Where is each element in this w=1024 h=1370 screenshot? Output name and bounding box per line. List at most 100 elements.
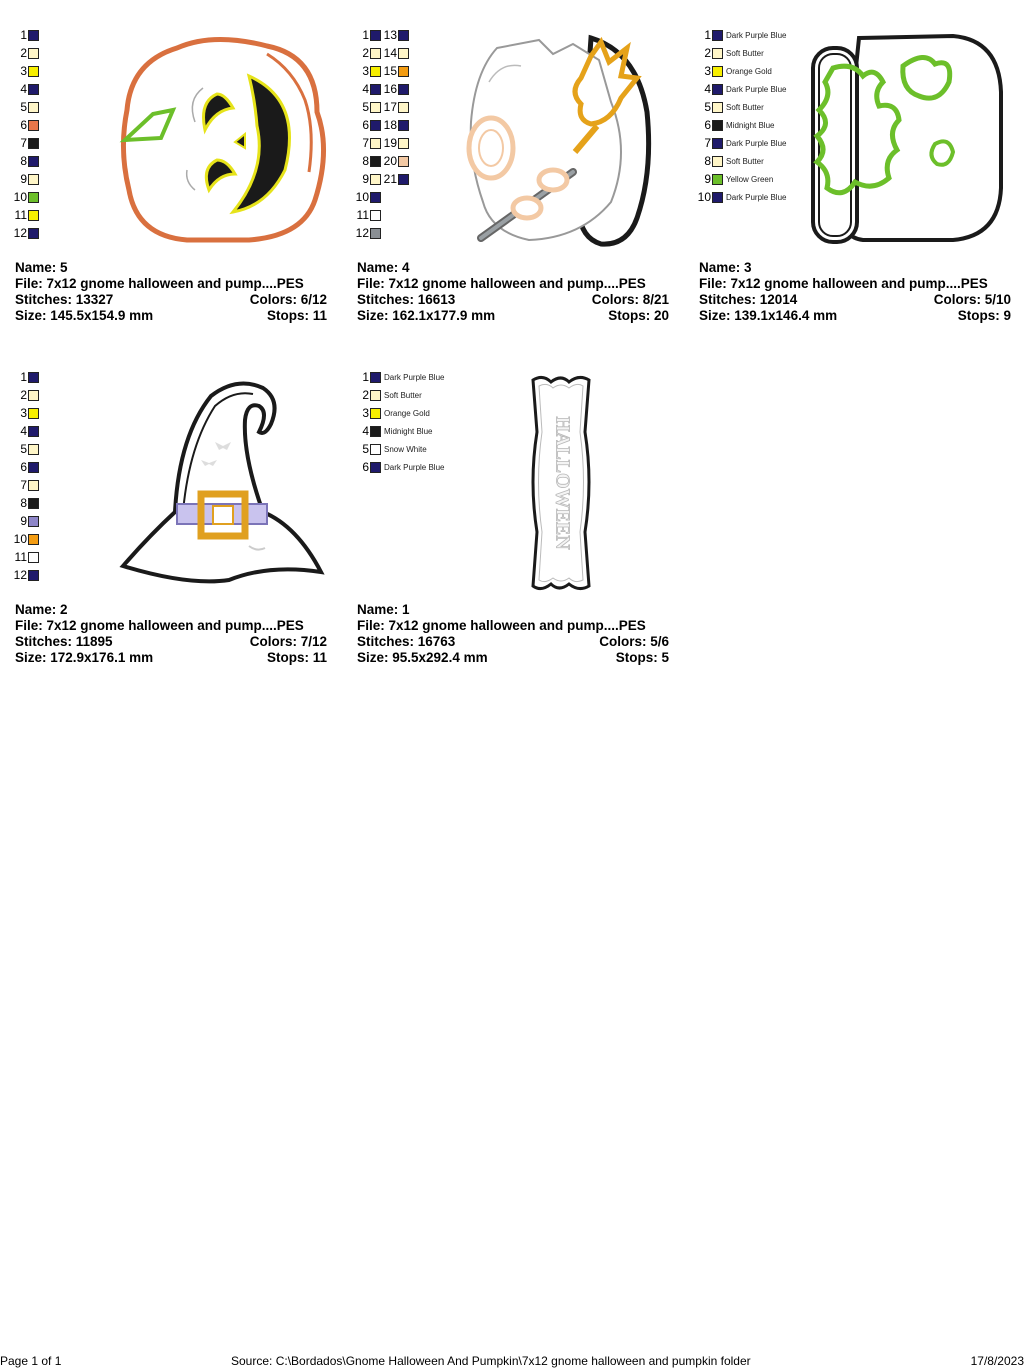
swatch-number: 14 <box>383 46 397 60</box>
color-swatch <box>28 227 39 239</box>
swatch-number: 2 <box>20 388 27 402</box>
design-size: Size: 162.1x177.9 mm <box>357 308 496 323</box>
cauldron-icon <box>803 32 1007 248</box>
color-swatch-row: 21 <box>383 170 409 188</box>
swatch-number: 8 <box>20 496 27 510</box>
color-swatch-row: 3 Orange Gold <box>355 404 430 422</box>
design-info: Name: 1 File: 7x12 gnome halloween and p… <box>357 602 669 666</box>
color-swatch <box>28 425 39 437</box>
stitch-count: Stitches: 11895 <box>15 634 113 649</box>
color-swatch <box>370 29 381 41</box>
color-swatch-row: 10 <box>355 188 381 206</box>
color-swatch <box>28 119 39 131</box>
swatch-number: 1 <box>20 28 27 42</box>
swatch-number: 18 <box>383 118 397 132</box>
color-swatch <box>28 137 39 149</box>
swatch-number: 1 <box>20 370 27 384</box>
design-name: Name: 2 <box>15 602 68 617</box>
color-swatch-row: 1 <box>13 368 39 386</box>
swatch-number: 9 <box>20 172 27 186</box>
swatch-number: 4 <box>362 82 369 96</box>
swatch-number: 15 <box>383 64 397 78</box>
thread-color-name: Soft Butter <box>726 48 764 58</box>
stop-count: Stops: 11 <box>266 650 327 665</box>
swatch-number: 10 <box>13 190 27 204</box>
swatch-number: 3 <box>20 406 27 420</box>
swatch-number: 6 <box>362 118 369 132</box>
thread-color-name: Orange Gold <box>384 408 430 418</box>
color-swatch <box>28 497 39 509</box>
color-swatch <box>370 137 381 149</box>
design-name: Name: 1 <box>357 602 410 617</box>
swatch-number: 9 <box>362 172 369 186</box>
color-swatch-row: 15 <box>383 62 409 80</box>
color-count: Colors: 5/10 <box>933 292 1011 307</box>
color-swatch <box>370 173 381 185</box>
color-swatch-row: 9 <box>13 170 39 188</box>
design-name: Name: 3 <box>699 260 752 275</box>
swatch-number: 8 <box>362 154 369 168</box>
color-swatch <box>370 119 381 131</box>
color-swatch-row: 2 <box>355 44 381 62</box>
color-swatch-row: 20 <box>383 152 409 170</box>
color-swatch <box>370 191 381 203</box>
color-swatch-row: 17 <box>383 98 409 116</box>
swatch-number: 5 <box>704 100 711 114</box>
color-swatch-row: 6 <box>13 116 39 134</box>
swatch-number: 12 <box>13 568 27 582</box>
swatch-number: 5 <box>362 100 369 114</box>
thread-color-name: Snow White <box>384 444 427 454</box>
color-swatch <box>370 227 381 239</box>
color-swatch-row: 7 <box>13 134 39 152</box>
swatch-number: 10 <box>13 532 27 546</box>
design-file: File: 7x12 gnome halloween and pump....P… <box>15 276 304 291</box>
color-count: Colors: 5/6 <box>599 634 669 649</box>
stitch-count: Stitches: 13327 <box>15 292 114 307</box>
swatch-number: 21 <box>383 172 397 186</box>
swatch-number: 2 <box>704 46 711 60</box>
color-swatch-row: 9 <box>355 170 381 188</box>
color-swatch-row: 11 <box>355 206 381 224</box>
color-count: Colors: 8/21 <box>591 292 669 307</box>
swatch-number: 6 <box>704 118 711 132</box>
color-swatch <box>28 479 39 491</box>
color-swatch <box>370 389 381 401</box>
thread-color-name: Soft Butter <box>384 390 422 400</box>
color-swatch <box>370 407 381 419</box>
color-count: Colors: 6/12 <box>249 292 327 307</box>
color-swatch-row: 2 Soft Butter <box>697 44 764 62</box>
swatch-number: 9 <box>20 514 27 528</box>
pumpkin-icon <box>117 30 333 248</box>
thread-color-name: Orange Gold <box>726 66 772 76</box>
swatch-number: 4 <box>20 82 27 96</box>
stop-count: Stops: 20 <box>608 308 669 323</box>
swatch-number: 5 <box>362 442 369 456</box>
design-info: Name: 5 File: 7x12 gnome halloween and p… <box>15 260 327 324</box>
color-swatch <box>28 29 39 41</box>
color-swatch <box>28 461 39 473</box>
stitch-count: Stitches: 16613 <box>357 292 456 307</box>
swatch-number: 1 <box>362 370 369 384</box>
color-swatch <box>712 65 723 77</box>
halloween-banner-icon: HALLOWEEN <box>523 372 599 594</box>
color-swatch-row: 6 <box>13 458 39 476</box>
design-size: Size: 172.9x176.1 mm <box>15 650 154 665</box>
color-swatch-row: 3 <box>13 62 39 80</box>
swatch-number: 19 <box>383 136 397 150</box>
color-swatch-row: 10 <box>13 530 39 548</box>
color-swatch-row: 12 <box>13 566 39 584</box>
page-footer: Page 1 of 1 Source: C:\Bordados\Gnome Ha… <box>0 1354 1024 1370</box>
swatch-number: 3 <box>362 406 369 420</box>
color-swatch <box>28 371 39 383</box>
gnome-with-wand-icon <box>461 32 667 248</box>
color-swatch <box>370 461 381 473</box>
swatch-number: 2 <box>362 388 369 402</box>
thread-color-name: Dark Purple Blue <box>726 138 787 148</box>
swatch-number: 5 <box>20 442 27 456</box>
